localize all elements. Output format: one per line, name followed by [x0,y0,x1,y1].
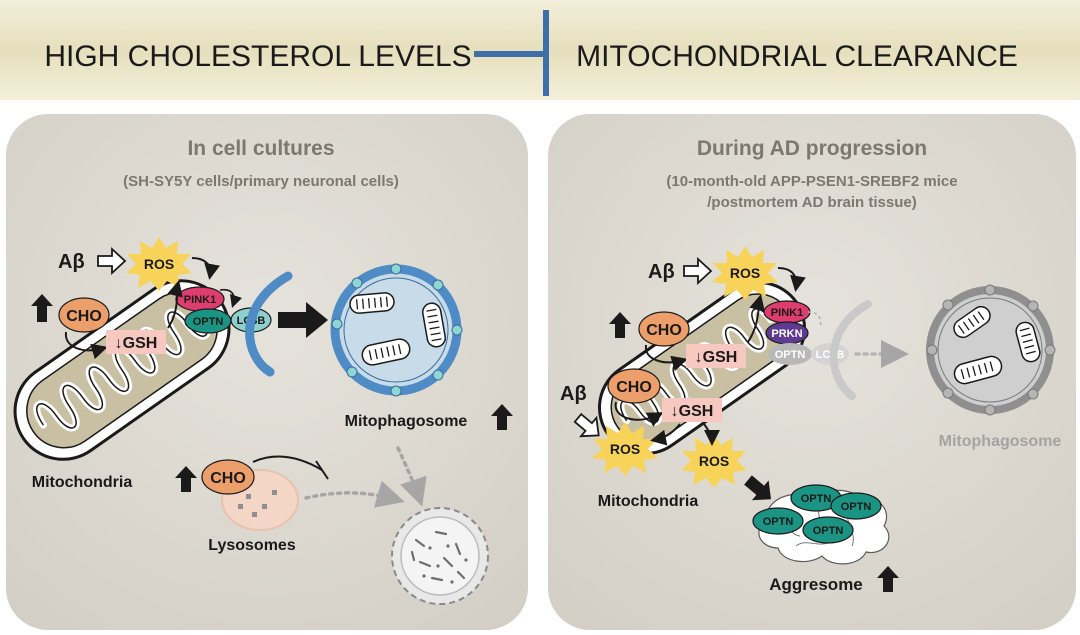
autolysosome-left [391,507,489,605]
ros-burst-left [126,237,192,291]
gsh-to-ros-arrow-left [167,280,183,329]
ros-label-right-right: ROS [699,453,729,469]
left-panel-subtitle: (SH-SY5Y cells/primary neuronal cells) [123,173,399,190]
abeta-open-arrow-left [97,246,127,276]
aggresome-label: Aggresome [769,575,863,594]
right-panel: During AD progression (10-month-old APP-… [548,114,1076,630]
aggresome-optn-4-label: OPTN [813,525,844,537]
ros-to-pink1-arrow-left [191,257,221,280]
banner-background [0,0,1080,100]
gsh-label-right-top: ↓GSH [695,349,738,366]
gsh-box-right-top [686,344,746,368]
phagophore-arc-right [829,300,872,400]
aggresome-optn-2-label: OPTN [841,501,872,513]
abeta-label-right-top: Aβ [648,261,675,283]
ros-label-right-left: ROS [610,441,640,457]
aggresome-optn-2-oval [830,492,882,520]
pink1-to-optn-arrow-left [219,288,243,309]
left-panel: In cell cultures (SH-SY5Y cells/primary … [6,114,528,630]
pink1-label-left: PINK1 [184,294,216,306]
aggresome-optn-4-oval [802,516,854,544]
abeta-label-left: Aβ [58,251,85,273]
cho-label-lysosome: CHO [210,470,246,487]
cho-increase-arrow-right [609,312,631,338]
mitochondrion-left [13,279,231,461]
pink1-label-right: PINK1 [771,307,803,319]
right-panel-subtitle-line2: /postmortem AD brain tissue) [707,194,916,211]
lysosomes-label: Lysosomes [208,537,296,554]
gsh-to-ros-arrow-right-top [747,294,765,343]
ros-burst-right-right [681,434,747,488]
optn-label-right: OPTN [775,349,806,361]
mitophagosome-label-right: Mitophagosome [939,433,1062,450]
right-panel-subtitle-line1: (10-month-old APP-PSEN1-SREBF2 mice [666,173,957,190]
cho-to-gsh-arrow-right-bottom [614,401,664,427]
cho-increase-arrow-lysosome [175,466,197,492]
mitochondria-label-left: Mitochondria [32,474,133,491]
aggresome-optn-3-label: OPTN [763,516,794,528]
abeta-open-arrow-right-top [683,256,713,286]
right-panel-title: During AD progression [697,137,927,160]
cho-to-gsh-arrow-right-top [644,344,688,372]
left-panel-title: In cell cultures [187,137,334,160]
aggresome-optn-1-label: OPTN [801,493,832,505]
phagophore-arc-left [245,271,293,377]
cho-to-gsh-arrow-left [64,331,108,360]
banner-left-text: HIGH CHOLESTEROL LEVELS [44,40,471,73]
to-aggresome-arrow [744,475,771,501]
banner-right-text: MITOCHONDRIAL CLEARANCE [576,40,1018,73]
gsh-to-ros-arrow-right-bottom-left [650,423,681,446]
gsh-box-left [106,330,166,354]
gsh-label-left: ↓GSH [115,335,158,352]
aggresome-increase-arrow [877,566,899,592]
banner: HIGH CHOLESTEROL LEVELS MITOCHONDRIAL CL… [0,0,1080,100]
cho-oval-lysosome [201,459,255,495]
cho-inhibits-fusion-cap [315,460,329,480]
cho-inhibits-fusion-line [252,455,323,471]
cho-increase-arrow-left [31,294,53,322]
ros-label-right-top: ROS [730,265,760,281]
optn-oval-right [768,343,812,365]
aggresome-cluster: OPTN OPTN OPTN OPTN [752,484,890,565]
mitophagosome-to-autolysosome-arrow [396,446,427,507]
aggresome-optn-3-oval [752,507,804,535]
lysosome-debris [238,490,277,517]
cho-label-right-top: CHO [646,322,682,339]
prkn-label-right: PRKN [771,328,802,340]
mitophagosome-right [926,284,1056,416]
mitophagosome-increase-arrow-left [491,404,513,430]
optn-label-left: OPTN [193,316,224,328]
to-mitophagosome-arrow-left [278,302,328,338]
mitophagosome-left [330,263,463,397]
cho-oval-right-bottom [607,368,661,404]
cho-oval-right-top [638,311,690,347]
gsh-box-right-bottom [662,398,722,422]
pink1-to-optn-dashed-arrow-right [807,311,822,329]
cho-label-right-bottom: CHO [616,379,652,396]
cho-oval-left [58,297,110,333]
gsh-label-right-bottom: ↓GSH [671,403,714,420]
mitochondria-label-right: Mitochondria [598,493,699,510]
gsh-to-ros-arrow-right-bottom-right [703,423,720,446]
ros-label-left: ROS [144,256,174,272]
abeta-label-right-bottom: Aβ [560,383,587,405]
right-panel-background [548,114,1076,630]
mitophagosome-label-left: Mitophagosome [345,413,468,430]
ros-burst-right-left [592,422,658,476]
cho-label-left: CHO [66,308,102,325]
ros-to-pink1-arrow-right [777,267,806,292]
ros-burst-right-top [712,246,778,300]
abeta-open-arrow-right-bottom [573,412,600,438]
lysosome-to-autolysosome-arrow [304,480,405,508]
